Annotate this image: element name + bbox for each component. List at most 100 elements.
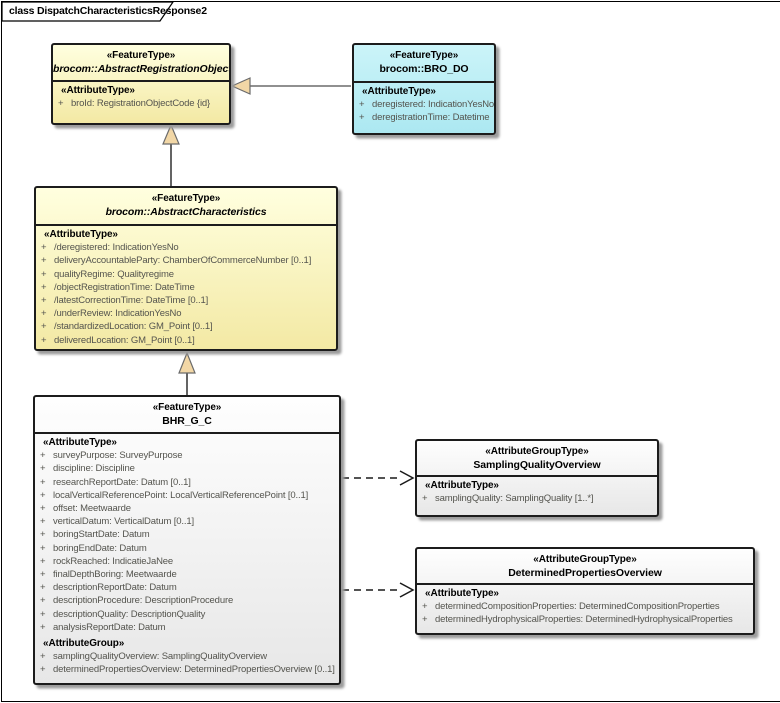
attribute-row: + determinedCompositionProperties: Determ…: [419, 600, 751, 613]
attribute-visibility: +: [359, 99, 365, 111]
dependency-bhr-g-c-to-sampling-quality-overview[interactable]: [342, 470, 415, 486]
attribute-text: /latestCorrectionTime: DateTime [0..1]: [54, 295, 209, 307]
class-stereotype: «FeatureType»: [106, 50, 176, 61]
class-box-bro-do[interactable]: «FeatureType» brocom::BRO_DO «AttributeT…: [352, 43, 496, 135]
attribute-visibility: +: [40, 529, 46, 541]
attribute-visibility: +: [40, 555, 46, 567]
class-name: BHR_G_C: [162, 415, 212, 427]
attribute-visibility: +: [40, 463, 46, 475]
class-box-sampling-quality-overview[interactable]: «AttributeGroupType» SamplingQualityOver…: [415, 439, 659, 517]
attribute-row: +researchReportDate: Datum [0..1]: [37, 476, 337, 489]
attribute-row: +deliveredLocation: GM_Point [0..1]: [38, 334, 334, 347]
attribute-visibility: +: [40, 516, 46, 528]
attribute-row: +localVerticalReferencePoint: LocalVerti…: [37, 489, 337, 502]
dependency-bhr-g-c-to-determined-properties-overview[interactable]: [342, 582, 415, 598]
attribute-text: researchReportDate: Datum [0..1]: [53, 476, 191, 488]
attribute-text: boringEndDate: Datum: [53, 542, 147, 554]
attribute-row: +qualityRegime: Qualityregime: [38, 268, 334, 281]
attribute-visibility: +: [40, 569, 46, 581]
attribute-text: analysisReportDate: Datum: [53, 621, 166, 633]
class-box-abstract-characteristics[interactable]: «FeatureType» brocom::AbstractCharacteri…: [34, 186, 338, 351]
attribute-row: +/underReview: IndicationYesNo: [38, 307, 334, 320]
attribute-text: /deregistered: IndicationYesNo: [54, 242, 179, 254]
attribute-compartment: «AttributeType» + /deregistered: Indicatio…: [36, 226, 336, 349]
attribute-text: determinedPropertiesOverview: Determined…: [53, 664, 335, 676]
attribute-row: + deregistrationTime: Datetime: [356, 111, 492, 124]
section-stereotype: «AttributeType»: [61, 85, 135, 96]
class-box-determined-properties-overview[interactable]: «AttributeGroupType» DeterminedPropertie…: [415, 547, 755, 635]
attribute-visibility: +: [422, 614, 428, 626]
attribute-row: + broId: RegistrationObjectCode {id}: [55, 97, 227, 110]
attribute-visibility: +: [40, 489, 46, 501]
class-box-abstract-registration-object[interactable]: «FeatureType» brocom::AbstractRegistrati…: [51, 43, 231, 125]
class-name: brocom::AbstractCharacteristics: [105, 206, 267, 218]
section-stereotype: «AttributeGroup»: [43, 638, 125, 650]
attribute-text: broId: RegistrationObjectCode {id}: [71, 98, 211, 110]
attribute-text: descriptionQuality: DescriptionQuality: [53, 608, 206, 620]
class-title: «AttributeGroupType» DeterminedPropertie…: [417, 549, 753, 585]
attribute-row: +samplingQualityOverview: SamplingQualit…: [37, 650, 337, 663]
attribute-visibility: +: [41, 295, 47, 307]
attribute-text: finalDepthBoring: Meetwaarde: [53, 569, 177, 581]
attribute-visibility: +: [41, 281, 47, 293]
class-name: DeterminedPropertiesOverview: [508, 567, 662, 579]
section-stereotype: «AttributeType»: [43, 437, 117, 448]
attribute-text: deregistrationTime: Datetime: [372, 112, 490, 124]
attribute-visibility: +: [41, 255, 47, 267]
attribute-visibility: +: [422, 493, 428, 505]
attribute-visibility: +: [359, 112, 365, 124]
attribute-compartment: «AttributeType»+surveyPurpose: SurveyPur…: [35, 434, 339, 683]
attribute-compartment: «AttributeType» + samplingQuality: Samplin…: [417, 477, 657, 515]
generalization-bro-do-to-abstract-registration-object[interactable]: [230, 77, 351, 95]
generalization-bhr-g-c-to-abstract-characteristics[interactable]: [178, 351, 196, 395]
class-title: «FeatureType» brocom::AbstractCharacteri…: [36, 188, 336, 226]
generalization-abstract-characteristics-to-abstract-registration-object[interactable]: [162, 123, 180, 186]
attribute-row: +descriptionReportDate: Datum: [37, 581, 337, 594]
class-name: brocom::AbstractRegistrationObject: [53, 63, 231, 75]
attribute-text: determinedCompositionProperties: Determi…: [435, 601, 720, 613]
attribute-visibility: +: [41, 242, 47, 254]
attribute-compartment: «AttributeType» + broId: RegistrationObjec…: [53, 82, 229, 123]
class-title: «FeatureType» brocom::AbstractRegistrati…: [53, 45, 229, 82]
attribute-text: surveyPurpose: SurveyPurpose: [53, 450, 183, 462]
section-stereotype: «AttributeType»: [425, 480, 499, 491]
attribute-row: +descriptionProcedure: DescriptionProced…: [37, 594, 337, 607]
attribute-text: verticalDatum: VerticalDatum [0..1]: [53, 516, 194, 528]
class-title: «AttributeGroupType» SamplingQualityOver…: [417, 441, 657, 477]
attribute-visibility: +: [40, 664, 46, 676]
attribute-visibility: +: [58, 98, 64, 110]
attribute-row: + discipline: Discipline: [37, 462, 337, 475]
attribute-row: + /latestCorrectionTime: DateTime [0..1]: [38, 294, 334, 307]
attribute-row: +boringStartDate: Datum: [37, 528, 337, 541]
attribute-text: rockReached: IndicatieJaNee: [53, 555, 174, 567]
attribute-text: deregistered: IndicationYesNo: [372, 99, 494, 111]
attribute-row: +/standardizedLocation: GM_Point [0..1]: [38, 320, 334, 333]
attribute-text: deliveryAccountableParty: ChamberOfComme…: [54, 255, 312, 267]
diagram-frame-title: class DispatchCharacteristicsResponse2: [9, 5, 207, 17]
attribute-row: + deregistered: IndicationYesNo: [356, 98, 494, 111]
class-stereotype: «AttributeGroupType»: [533, 554, 637, 565]
attribute-row: + verticalDatum: VerticalDatum [0..1]: [37, 515, 337, 528]
class-title: «FeatureType» brocom::BRO_DO: [354, 45, 494, 83]
attribute-visibility: +: [40, 542, 46, 554]
attribute-row: + samplingQuality: SamplingQuality [1..*]: [419, 492, 655, 505]
attribute-visibility: +: [40, 621, 46, 633]
attribute-text: offset: Meetwaarde: [53, 503, 131, 515]
section-stereotype: «AttributeType»: [425, 588, 499, 599]
attribute-text: discipline: Discipline: [53, 463, 135, 475]
attribute-text: /underReview: IndicationYesNo: [54, 308, 182, 320]
class-stereotype: «FeatureType»: [151, 193, 221, 204]
attribute-visibility: +: [40, 503, 46, 515]
attribute-text: determinedHydrophysicalProperties: Deter…: [435, 614, 733, 626]
attribute-row: + finalDepthBoring: Meetwaarde: [37, 568, 337, 581]
attribute-text: samplingQuality: SamplingQuality [1..*]: [435, 493, 594, 505]
attribute-row: + analysisReportDate: Datum: [37, 621, 337, 634]
attribute-visibility: +: [40, 595, 46, 607]
attribute-row: +surveyPurpose: SurveyPurpose: [37, 449, 337, 462]
class-box-bhr-g-c[interactable]: «FeatureType» BHR_G_C «AttributeType»+su…: [33, 395, 341, 685]
attribute-visibility: +: [422, 601, 428, 613]
attribute-visibility: +: [41, 268, 47, 280]
section-stereotype: «AttributeType»: [44, 229, 118, 240]
attribute-row: + determinedHydrophysicalProperties: Dete…: [419, 613, 751, 626]
